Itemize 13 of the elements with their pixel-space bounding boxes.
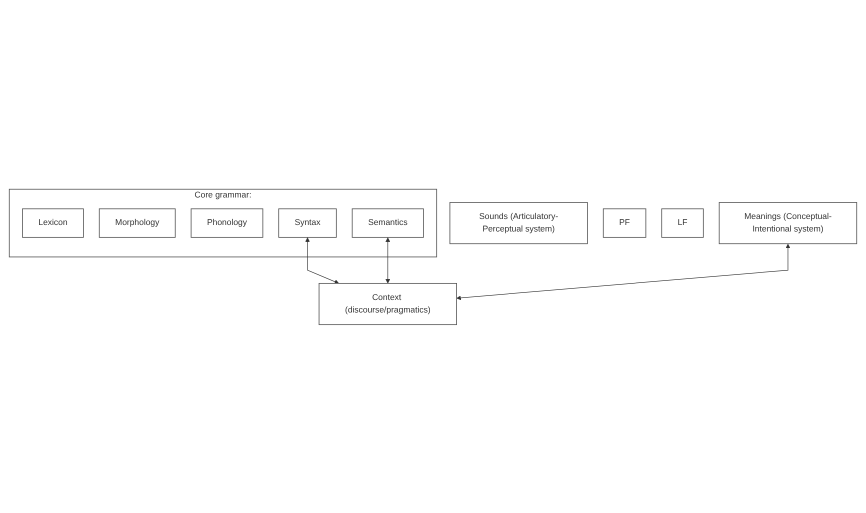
arrow — [456, 243, 790, 300]
node-box: PF — [602, 208, 646, 238]
node-box: LF — [661, 208, 704, 238]
node-box: Morphology — [98, 208, 176, 238]
arrow — [386, 236, 390, 284]
node-box: Phonology — [190, 208, 264, 238]
node-box: Meanings (Conceptual-Intentional system) — [718, 202, 858, 244]
node-box: Sounds (Articulatory-Perceptual system) — [450, 202, 588, 244]
node-box: Syntax — [278, 208, 337, 238]
arrow — [305, 236, 340, 284]
node-box: Context (discourse/pragmatics) — [318, 282, 457, 325]
node-box: Semantics — [352, 208, 424, 238]
node-box: Lexicon — [22, 208, 84, 238]
